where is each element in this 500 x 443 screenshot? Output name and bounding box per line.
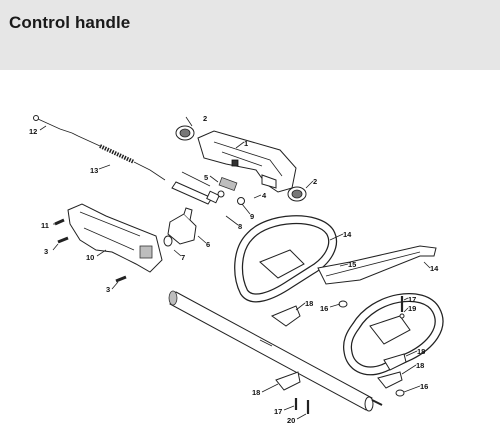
trigger-shaft-part: [171, 171, 220, 205]
callout-17-right: 17: [408, 295, 416, 304]
callout-3-lower: 3: [106, 285, 110, 294]
loop-handle-part-right: [343, 293, 444, 376]
small-throttle-parts: [217, 176, 245, 205]
callout-1: 1: [244, 139, 248, 148]
clamp-part-left: [175, 125, 195, 141]
callout-18-right-a: 18: [417, 347, 425, 356]
callout-6: 6: [206, 240, 210, 249]
throttle-lever-part: [163, 207, 197, 247]
callout-18-right-b: 18: [416, 361, 424, 370]
callout-17-lower: 17: [274, 407, 282, 416]
callout-16-lower: 16: [420, 382, 428, 391]
callout-19: 19: [408, 304, 416, 313]
callout-2-right: 2: [313, 177, 317, 186]
header-bar: Control handle: [0, 0, 500, 70]
leader-lines: [39, 116, 431, 420]
callout-12: 12: [29, 127, 37, 136]
callout-10: 10: [86, 253, 94, 262]
throttle-cable-part: [77, 135, 166, 181]
callout-9: 9: [250, 212, 254, 221]
callout-7: 7: [181, 253, 185, 262]
callout-16-upper: 16: [320, 304, 328, 313]
loop-handle-part-left: [234, 215, 338, 303]
callout-18-upper: 18: [305, 299, 313, 308]
callout-2-left: 2: [203, 114, 207, 123]
cable-end-part: [33, 115, 79, 137]
nuts-and-screws: [294, 296, 405, 414]
callout-13: 13: [90, 166, 98, 175]
screws-left: [54, 218, 127, 283]
handle-bar-tube-part: [168, 290, 383, 412]
callout-5: 5: [204, 173, 208, 182]
clamp-part-right: [287, 186, 307, 202]
grip-handle-part: [67, 203, 163, 273]
callout-11: 11: [41, 221, 49, 230]
clamp-halves: [270, 305, 407, 391]
page-title: Control handle: [9, 13, 131, 32]
callout-18-lower: 18: [252, 388, 260, 397]
callout-8: 8: [238, 222, 242, 231]
callout-4: 4: [262, 191, 267, 200]
handle-housing-part: [197, 130, 297, 193]
callout-20: 20: [287, 416, 295, 425]
bar-part: [317, 245, 437, 285]
callout-14-right: 14: [430, 264, 439, 273]
callout-3-left: 3: [44, 247, 48, 256]
callout-14-upper: 14: [343, 230, 352, 239]
callout-15: 15: [348, 260, 356, 269]
